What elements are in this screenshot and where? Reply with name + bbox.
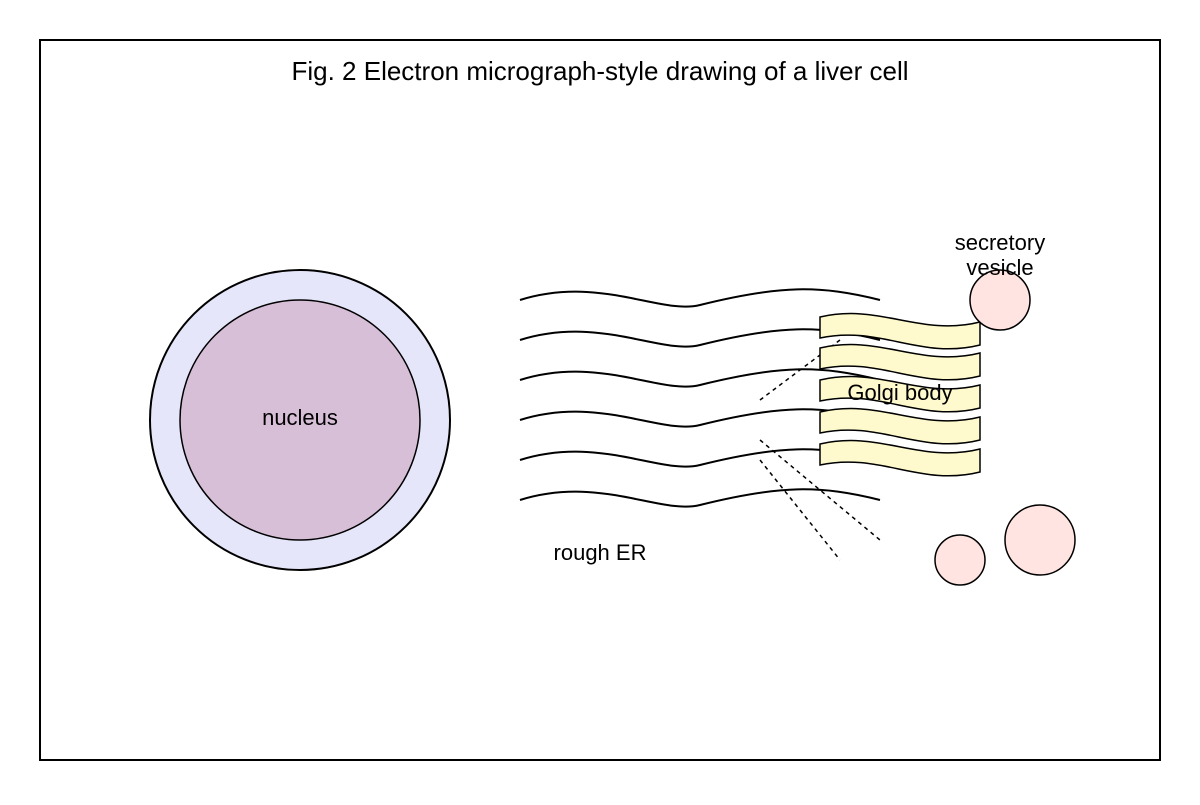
rough-er — [519, 288, 881, 508]
golgi-cisterna — [819, 439, 981, 477]
golgi-cisterna — [819, 407, 981, 445]
secretory-vesicle — [934, 534, 986, 586]
golgi-body — [819, 312, 981, 477]
golgi-cisterna — [819, 343, 981, 381]
nucleus — [179, 299, 421, 541]
nucleus-label: nucleus — [262, 405, 338, 430]
secretory-vesicle — [1004, 504, 1076, 576]
secretory-vesicle — [969, 269, 1031, 331]
golgi-label: Golgi body — [847, 380, 952, 405]
figure-title: Fig. 2 Electron micrograph-style drawing… — [291, 56, 908, 86]
vesicle-label-line2: vesicle — [966, 255, 1033, 280]
er-leader-line — [759, 459, 841, 561]
golgi-cisterna — [819, 312, 981, 350]
er-leader-line — [759, 439, 881, 541]
rough-er-label: rough ER — [554, 540, 647, 565]
er-membrane — [519, 368, 881, 388]
secretory-vesicles — [934, 269, 1076, 586]
er-membrane — [519, 288, 881, 308]
vesicle-label-line1: secretory — [955, 230, 1045, 255]
golgi-cisterna — [819, 375, 981, 413]
er-membrane — [519, 488, 881, 508]
